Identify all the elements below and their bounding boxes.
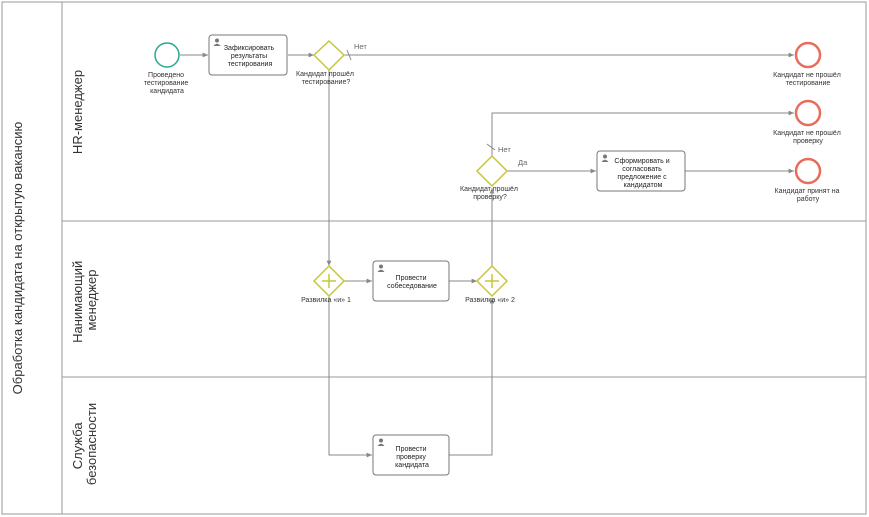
lane-title-hiring-manager: Нанимающий менеджер [70,257,99,343]
end-event-failed-test-label-line2: тестирование [786,80,831,87]
user-icon [601,154,609,162]
end-event-hired-label-line2: работу [797,195,820,203]
task-check-line3: кандидата [395,462,429,469]
end-event-failed-test-label: Кандидат не прошёл тестирование [773,72,843,87]
lane-title-hr: HR-менеджер [70,70,85,154]
task-interview[interactable] [372,260,450,302]
lane-title-security-line2: безопасности [84,403,99,485]
task-check-text: Провести проверку кандидата [395,446,429,469]
task-offer-text: Сформировать и согласовать предложение с… [614,158,671,189]
task-record-results-line3: тестирования [228,61,273,68]
gateway-passed-test[interactable] [312,39,346,72]
task-interview-text: Провести собеседование [387,275,437,290]
start-event-label-line3: кандидата [150,88,184,95]
task-check[interactable] [372,434,450,476]
lane-title-security-line1: Служба [70,422,85,470]
flow-no-check-to-end[interactable] [491,110,794,157]
gateway-passed-test-label: Кандидат прошёл тестирование? [296,71,356,86]
user-icon [377,438,385,446]
end-event-hired-label: Кандидат принят на работу [775,188,842,203]
gateway-fork2-label: Развилка «и» 2 [465,297,515,304]
task-offer[interactable] [596,150,686,192]
task-offer-line1: Сформировать и [614,158,669,165]
task-offer-line3: предложение с [617,174,667,181]
task-record-results-line2: результаты [231,53,267,60]
end-event-hired-label-line1: Кандидат принят на [775,188,840,195]
task-check-line1: Провести [396,446,427,453]
flow-label-no-test: Нет [354,42,367,51]
task-check-line2: проверку [396,454,426,461]
task-record-results-text: Зафиксировать результаты тестирования [224,45,276,68]
lane-title-hiring-manager-line1: Нанимающий [70,261,85,343]
start-event-label: Проведено тестирование кандидата [144,72,191,95]
gateway-passed-check[interactable] [475,154,509,188]
start-event-label-line2: тестирование [144,80,189,87]
flow-no-check-tick [486,143,496,151]
end-event-failed-test[interactable] [794,41,822,69]
start-event-label-line1: Проведено [148,72,184,79]
gateway-fork1-label: Развилка «и» 1 [301,297,351,304]
flow-no-test-tick [346,49,352,61]
end-event-failed-check-label-line2: проверку [793,138,823,145]
gateway-passed-check-label: Кандидат прошёл проверку? [460,186,520,201]
user-icon [377,264,385,272]
gateway-passed-test-label-line2: тестирование? [302,79,351,86]
plus-icon [322,274,336,288]
start-event[interactable] [154,42,180,68]
task-interview-line1: Провести [396,275,427,282]
task-record-results[interactable] [208,34,288,76]
flow-fork1-to-check[interactable] [328,296,372,458]
task-offer-line4: кандидатом [624,182,663,189]
gateway-passed-check-label-line1: Кандидат прошёл [460,186,518,193]
plus-icon [485,274,499,288]
user-icon [213,38,221,46]
end-event-hired[interactable] [794,157,822,185]
flow-label-no-check: Нет [498,145,511,154]
lane-title-security: Служба безопасности [70,403,99,485]
pool-title: Обработка кандидата на открытую вакансию [10,121,25,394]
lane-title-hiring-manager-line2: менеджер [84,269,99,330]
task-record-results-line1: Зафиксировать [224,45,275,52]
end-event-failed-check-label-line1: Кандидат не прошёл [773,130,841,137]
end-event-failed-check[interactable] [794,99,822,127]
task-offer-line2: согласовать [622,166,662,173]
end-event-failed-test-label-line1: Кандидат не прошёл [773,72,841,79]
flow-label-yes-check: Да [518,158,528,167]
gateway-passed-test-label-line1: Кандидат прошёл [296,71,354,78]
end-event-failed-check-label: Кандидат не прошёл проверку [773,130,843,145]
task-interview-line2: собеседование [387,282,437,290]
gateway-passed-check-label-line2: проверку? [473,194,507,201]
flow-check-to-fork2[interactable] [449,298,495,456]
